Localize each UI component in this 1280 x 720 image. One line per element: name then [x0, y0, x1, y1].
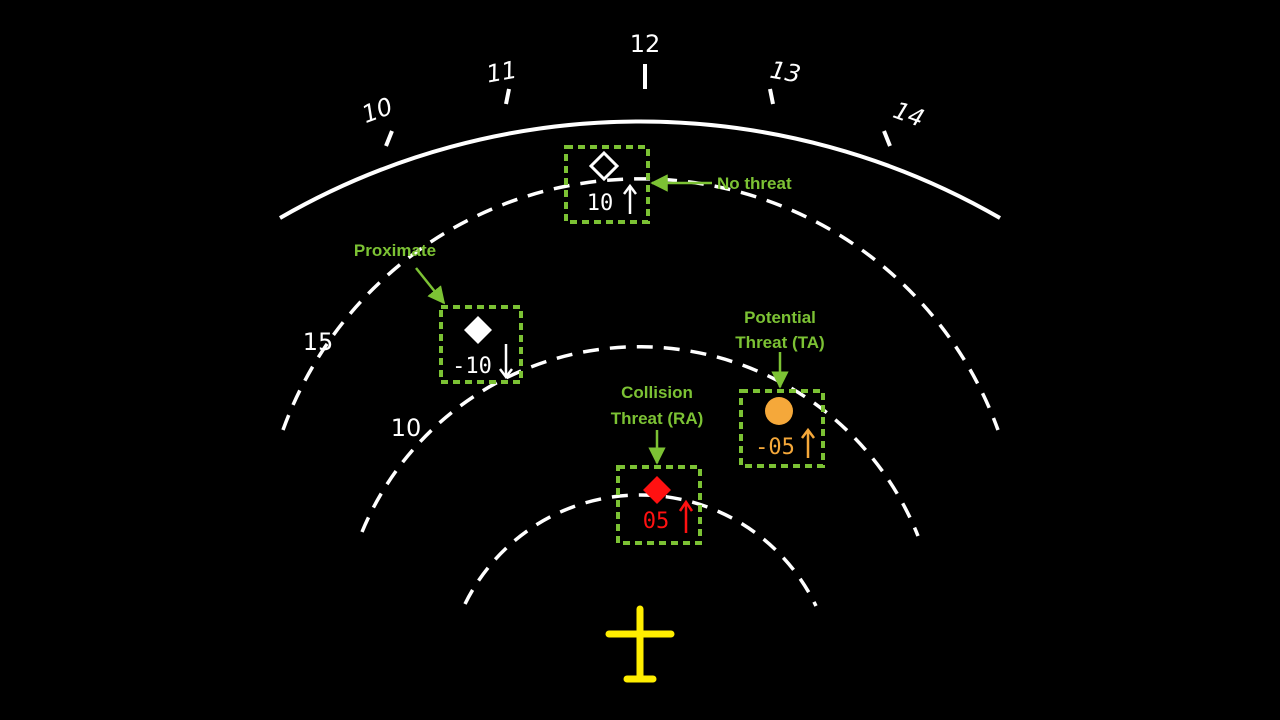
- range-rings: 15 10: [281, 177, 1000, 607]
- highlight-box-resolution-advisory: [616, 465, 702, 545]
- callout-resolution-advisory-line2: Threat (RA): [611, 409, 704, 428]
- heading-label-13: 13: [768, 56, 803, 89]
- highlight-box-no-threat: [564, 145, 650, 224]
- heading-tick-11: [504, 88, 511, 105]
- heading-tick-10: [384, 130, 394, 147]
- range-label-outer: 15: [303, 328, 334, 356]
- heading-label-12: 12: [630, 30, 661, 58]
- heading-tick-13: [768, 88, 775, 105]
- aircraft-icon: [605, 605, 675, 683]
- callout-arrow-proximate: [415, 267, 446, 305]
- filled-circle-icon: [765, 397, 793, 425]
- descend-arrow-icon: [499, 344, 513, 380]
- range-ring-inner: [463, 493, 818, 607]
- climb-arrow-icon: [801, 427, 815, 458]
- hollow-diamond-icon: [588, 150, 620, 182]
- callout-proximate: Proximate: [354, 241, 436, 260]
- highlight-box-traffic-advisory: [739, 389, 825, 468]
- altitude-traffic-advisory: -05: [755, 435, 795, 460]
- intruder-resolution-advisory: 05 Collision Threat (RA): [611, 383, 704, 545]
- range-ring-outer: [281, 177, 1000, 431]
- callout-traffic-advisory-line2: Threat (TA): [735, 333, 824, 352]
- callout-traffic-advisory-line1: Potential: [744, 308, 816, 327]
- climb-arrow-icon: [623, 183, 637, 214]
- heading-label-10: 10: [358, 92, 396, 129]
- callout-no-threat: No threat: [717, 174, 792, 193]
- climb-arrow-icon: [678, 499, 694, 533]
- highlight-box-proximate: [439, 305, 523, 384]
- altitude-no-threat: 10: [587, 191, 614, 216]
- heading-label-14: 14: [890, 96, 928, 133]
- intruder-proximate: -10 Proximate: [354, 241, 523, 384]
- compass-scale: 10 11 12 13 14: [279, 30, 1001, 220]
- range-label-inner: 10: [391, 414, 422, 442]
- filled-diamond-icon: [464, 316, 492, 344]
- compass-arc: [279, 119, 1001, 220]
- heading-label-11: 11: [484, 56, 519, 89]
- intruder-no-threat: 10 No threat: [564, 145, 792, 224]
- altitude-proximate: -10: [452, 354, 492, 379]
- intruder-traffic-advisory: -05 Potential Threat (TA): [735, 308, 825, 468]
- range-ring-middle: [360, 345, 920, 537]
- callout-resolution-advisory-line1: Collision: [621, 383, 693, 402]
- heading-tick-14: [882, 130, 892, 147]
- filled-square-icon: [643, 476, 671, 504]
- altitude-resolution-advisory: 05: [643, 509, 670, 534]
